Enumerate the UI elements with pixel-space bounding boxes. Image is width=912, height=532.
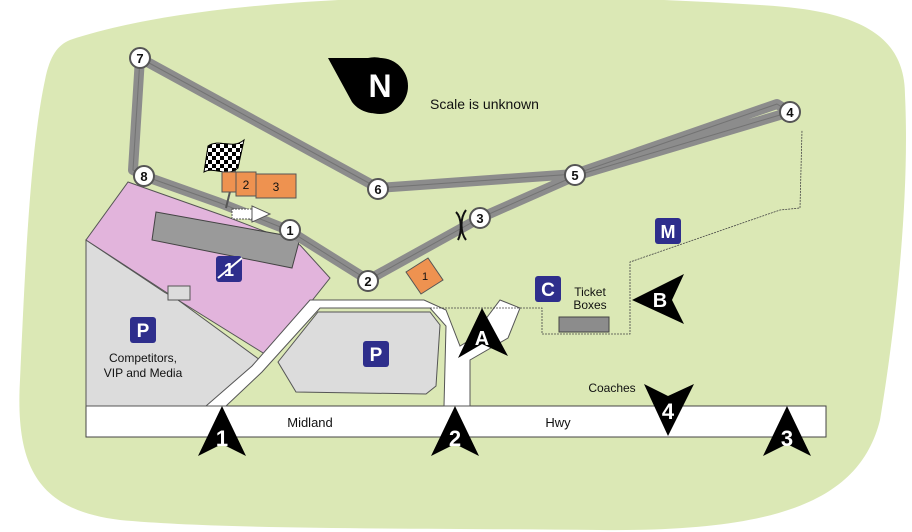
ticket-boxes-building <box>558 316 610 333</box>
ticket-boxes-label: Ticket <box>574 285 606 299</box>
zone-c-icon: C <box>535 276 561 302</box>
gate-4-marker: 4 <box>644 384 694 436</box>
gate-2-marker: 2 <box>431 406 479 456</box>
svg-text:1: 1 <box>422 271 428 283</box>
svg-text:2: 2 <box>449 426 461 451</box>
pit-zone-1-icon: 1 <box>216 256 243 282</box>
svg-text:B: B <box>653 290 667 312</box>
svg-text:3: 3 <box>476 211 483 226</box>
scale-note: Scale is unknown <box>430 96 539 112</box>
corner-marker-6: 6 <box>367 178 389 200</box>
north-arrow-icon: N <box>328 57 408 114</box>
pit-garage-building <box>151 211 301 269</box>
gate-1-marker: 1 <box>198 406 246 456</box>
corner-marker-4: 4 <box>779 101 801 123</box>
svg-text:P: P <box>137 321 150 342</box>
zone-m-icon: M <box>655 218 681 244</box>
pit-building-3: 3 <box>255 173 297 199</box>
competitors-parking-label: Competitors, <box>109 351 177 365</box>
svg-text:2: 2 <box>364 274 371 289</box>
gate-a-marker: A <box>458 308 508 358</box>
corner-marker-7: 7 <box>129 47 151 69</box>
svg-text:1: 1 <box>286 223 293 238</box>
walkway <box>167 285 191 301</box>
building-1: 1 <box>405 257 444 295</box>
svg-text:7: 7 <box>136 51 143 66</box>
svg-text:2: 2 <box>243 178 250 192</box>
svg-text:M: M <box>661 222 676 242</box>
svg-text:5: 5 <box>571 168 578 183</box>
svg-text:3: 3 <box>781 426 793 451</box>
gate-b-marker: B <box>632 274 684 324</box>
corner-marker-8: 8 <box>133 165 155 187</box>
parking-icon-central: P <box>363 341 389 367</box>
boundary-fence <box>430 129 803 335</box>
svg-text:4: 4 <box>786 105 794 120</box>
ticket-boxes-label: Boxes <box>573 298 606 312</box>
corner-marker-5: 5 <box>564 164 586 186</box>
pit-lane-arrow <box>231 205 272 223</box>
pit-building-left <box>221 171 237 193</box>
svg-text:P: P <box>370 345 383 366</box>
parking-icon-competitors: P <box>130 317 156 343</box>
svg-text:N: N <box>368 68 391 104</box>
pit-building-2: 2 <box>235 171 257 197</box>
coaches-label: Coaches <box>588 381 635 395</box>
svg-text:8: 8 <box>140 169 147 184</box>
corner-marker-1: 1 <box>279 219 301 241</box>
svg-text:C: C <box>541 280 555 301</box>
svg-text:3: 3 <box>273 180 280 194</box>
svg-text:1: 1 <box>216 426 228 451</box>
corner-marker-2: 2 <box>357 270 379 292</box>
road-name-word2: Hwy <box>545 415 571 430</box>
svg-text:4: 4 <box>662 399 675 424</box>
svg-text:6: 6 <box>374 182 381 197</box>
road-name-word1: Midland <box>287 415 333 430</box>
svg-text:A: A <box>475 328 489 350</box>
corner-marker-3: 3 <box>469 207 491 229</box>
gate-3-marker: 3 <box>763 406 811 456</box>
competitors-parking-label: VIP and Media <box>104 366 183 380</box>
central-parking-area <box>277 311 441 395</box>
pedestrian-bridge-icon <box>455 209 467 241</box>
